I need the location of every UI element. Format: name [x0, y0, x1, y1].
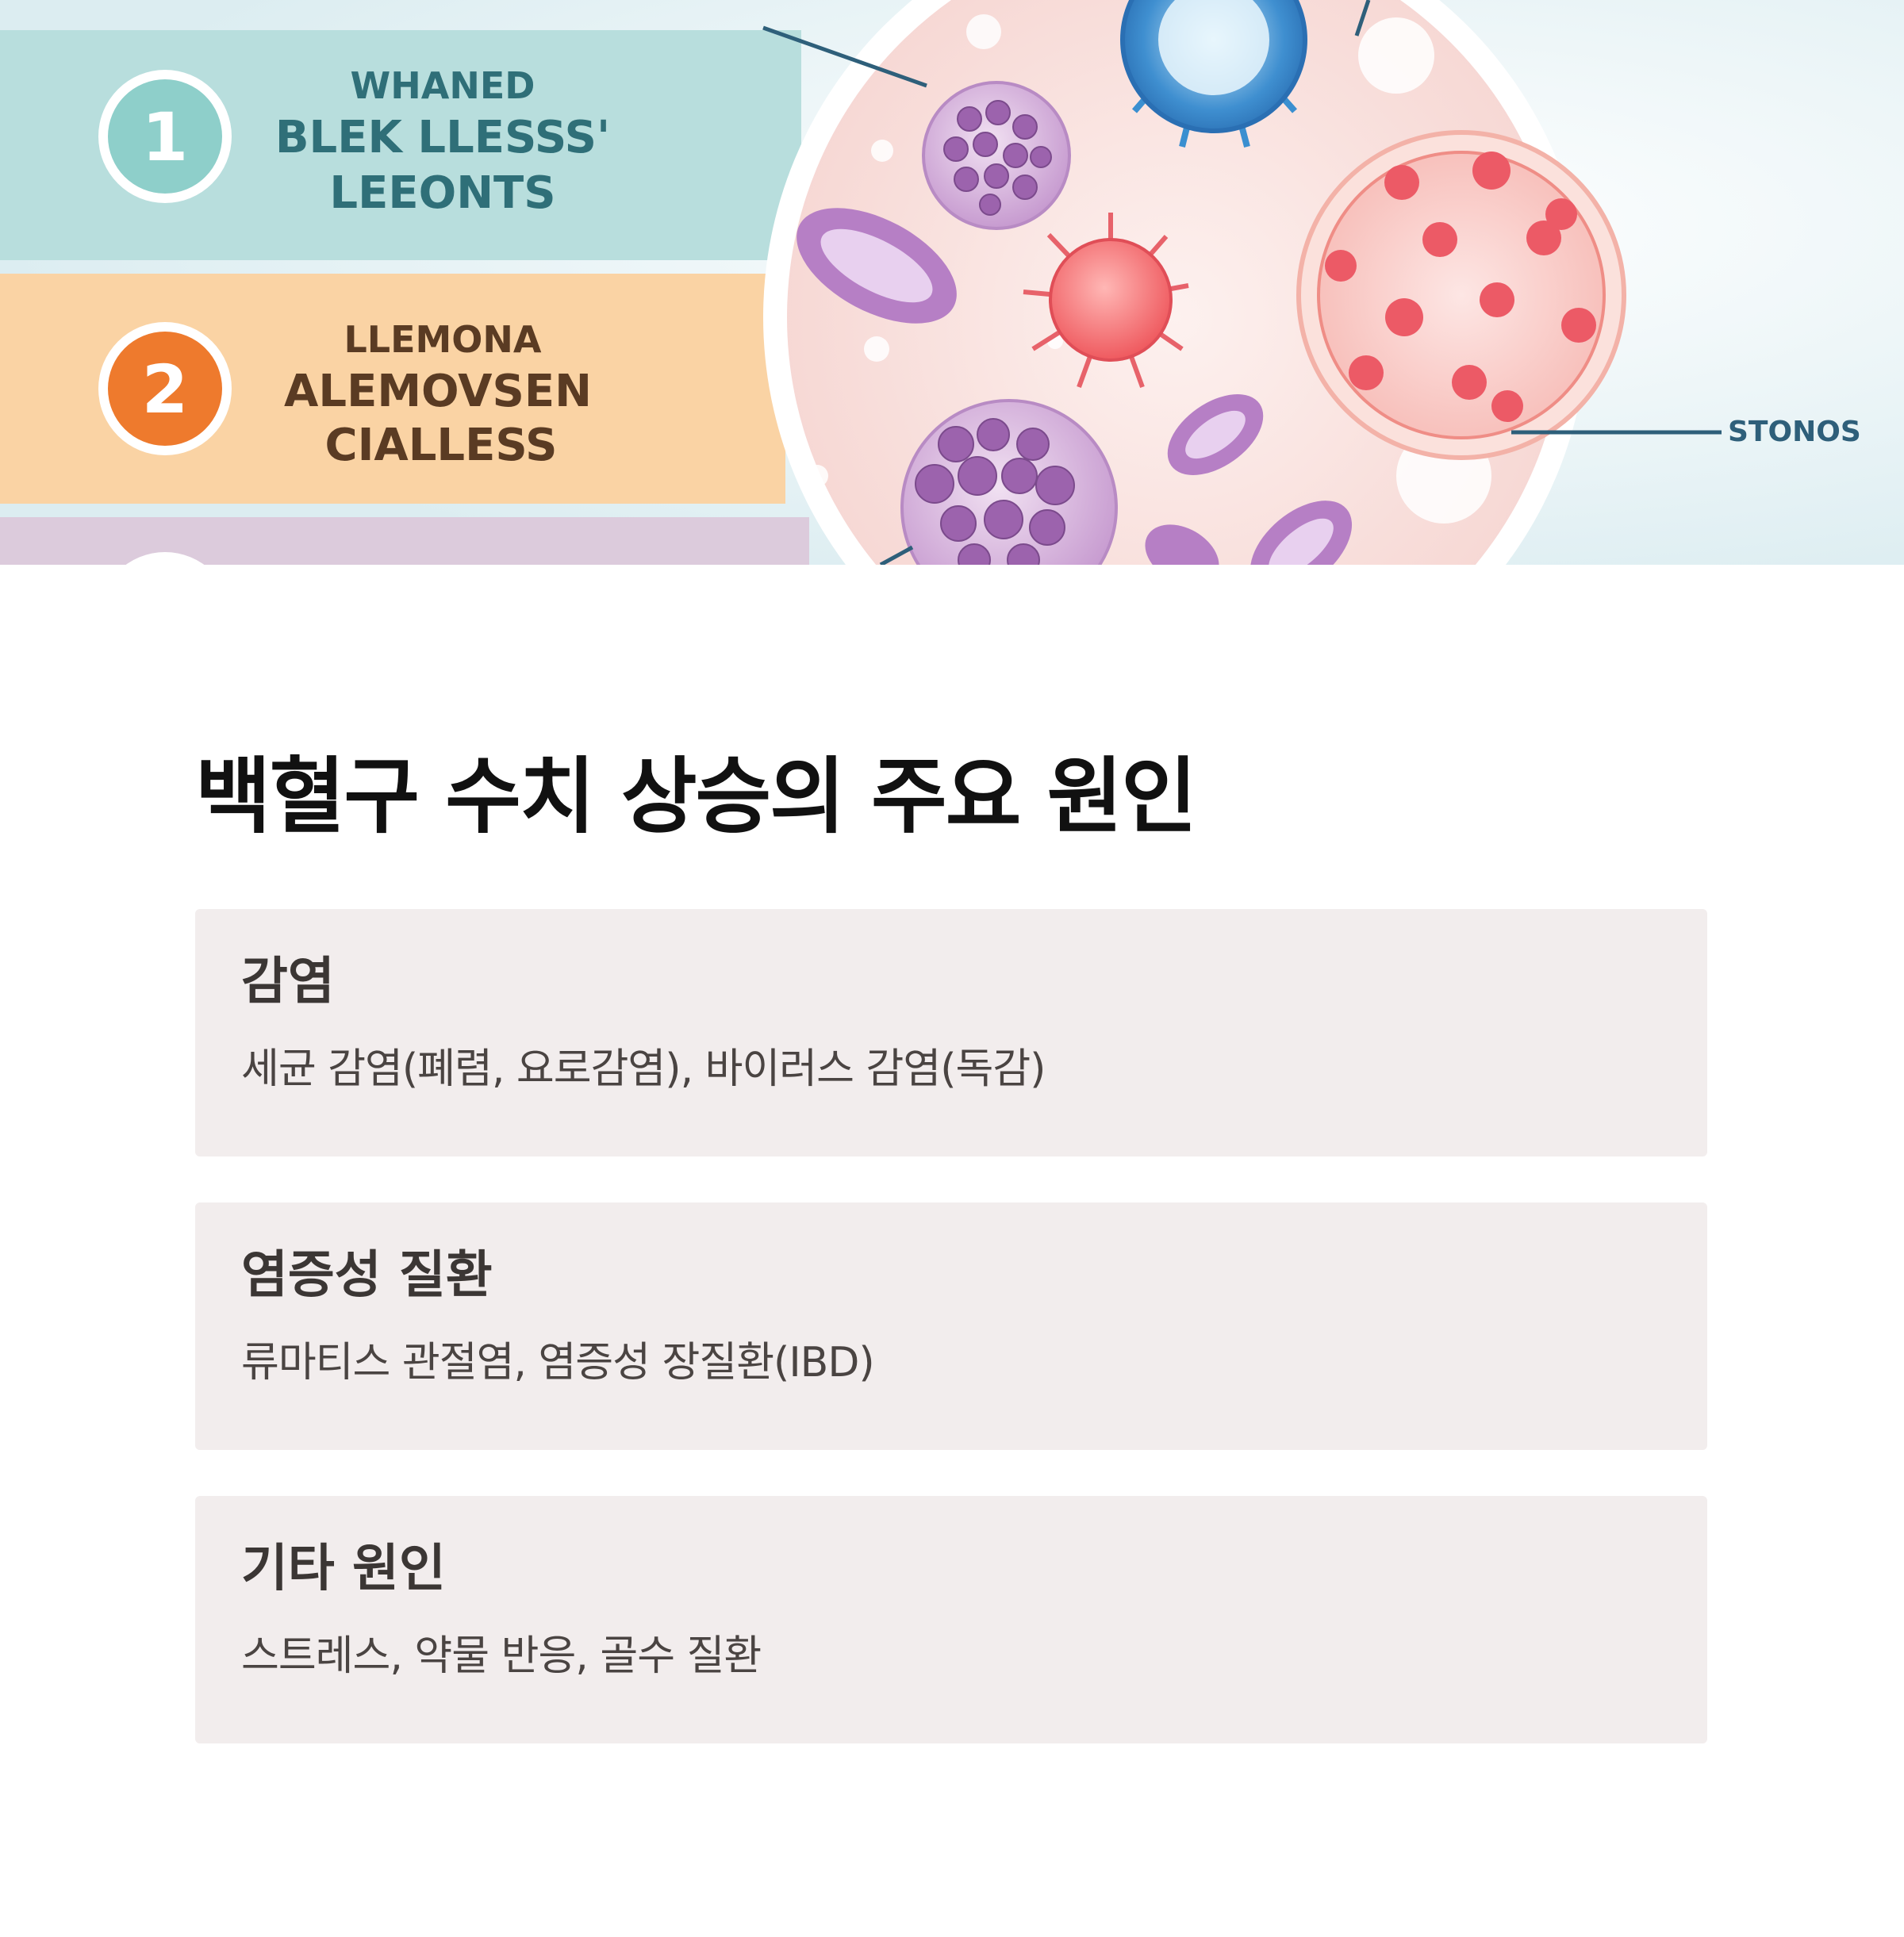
main-content: 백혈구 수치 상승의 주요 원인 감염 세균 감염(폐렴, 요로감염), 바이러… [195, 746, 1707, 1743]
band-1-line-1: WHANED [351, 64, 536, 107]
card-description: 세균 감염(폐렴, 요로감염), 바이러스 감염(독감) [241, 1045, 1046, 1093]
band-2-line-1: LLEMONA [344, 318, 541, 361]
band-2-badge: 2 [98, 322, 232, 455]
card-description: 스트레스, 약물 반응, 골수 질환 [241, 1632, 762, 1680]
band-3-bg [0, 517, 809, 565]
card-title: 염증성 질환 [241, 1246, 493, 1305]
cause-card-infection: 감염 세균 감염(폐렴, 요로감염), 바이러스 감염(독감) [195, 909, 1707, 1156]
blood-cells-illustration: STONOS 1 WHANED BLEK LLESSS' LEEONTS 2 L… [0, 0, 1904, 565]
callout-label: STONOS [1728, 416, 1861, 448]
disc-cell-bottom [1145, 501, 1353, 565]
disc-cell-right [1167, 394, 1264, 475]
hero-illustration: STONOS 1 WHANED BLEK LLESSS' LEEONTS 2 L… [0, 0, 1904, 565]
card-title: 기타 원인 [241, 1540, 446, 1598]
disc-cell-left [797, 208, 957, 324]
band-1-number: 1 [142, 98, 188, 176]
cause-card-inflammatory: 염증성 질환 류마티스 관절염, 염증성 장질환(IBD) [195, 1202, 1707, 1450]
red-spiky-cell [1023, 213, 1189, 389]
card-description: 류마티스 관절염, 염증성 장질환(IBD) [241, 1339, 875, 1387]
band-3-badge [125, 552, 205, 565]
band-1-line-3: LEEONTS [329, 167, 555, 219]
band-2-line-3: CIALLESS [324, 420, 557, 471]
band-2-number: 2 [142, 351, 188, 428]
cause-card-other: 기타 원인 스트레스, 약물 반응, 골수 질환 [195, 1496, 1707, 1743]
large-purple-cell [879, 399, 1118, 565]
page-title: 백혈구 수치 상승의 주요 원인 [195, 748, 1197, 845]
card-title: 감염 [241, 953, 335, 1011]
band-2-line-2: ALEMOVSEN [284, 366, 592, 417]
band-1-badge: 1 [98, 70, 232, 203]
large-red-cell [1296, 130, 1626, 460]
band-1-line-2: BLEK LLESSS' [275, 112, 610, 163]
purple-granule-cell [922, 81, 1071, 230]
